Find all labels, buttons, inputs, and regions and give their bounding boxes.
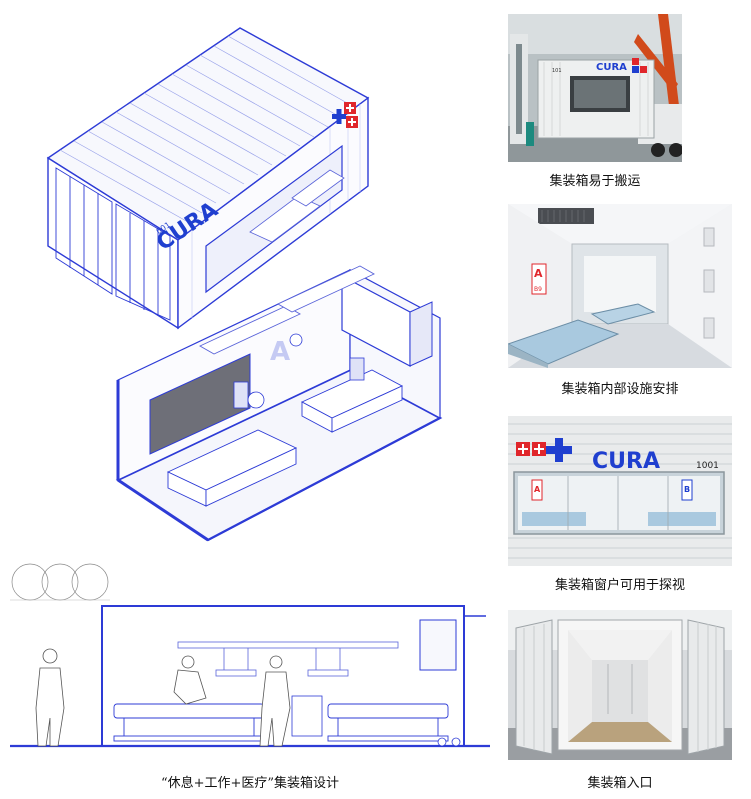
photo4-caption: 集装箱入口 bbox=[587, 776, 653, 791]
photo-container-transport: CURA 101 bbox=[508, 14, 682, 162]
iso-exterior-drawing: CURA 001 bbox=[30, 10, 380, 330]
photo3-cross-logo-icon bbox=[516, 438, 572, 462]
section-drawing bbox=[10, 558, 490, 758]
photo1-number: 101 bbox=[552, 68, 562, 74]
photo3-number: 1001 bbox=[696, 461, 719, 471]
photo2-caption: 集装箱内部设施安排 bbox=[561, 382, 679, 397]
section-caption: “休息+工作+医疗”集装箱设计 bbox=[160, 776, 340, 791]
photo-container-window: CURA 1001 A B bbox=[508, 416, 732, 566]
photo2-sign-letter: A bbox=[534, 267, 543, 280]
photo2-sign-code: B9 bbox=[534, 286, 542, 293]
photo1-logo: CURA bbox=[596, 62, 627, 73]
photo-container-entrance bbox=[508, 610, 732, 760]
photo3-logo: CURA bbox=[592, 449, 660, 474]
red-cross-logo-icon bbox=[332, 102, 358, 128]
photo1-caption: 集装箱易于搬运 bbox=[549, 174, 641, 189]
iso-interior-drawing: A bbox=[110, 250, 450, 550]
photo3-sign-b: B bbox=[684, 485, 690, 494]
photo3-caption: 集装箱窗户可用于探视 bbox=[554, 578, 685, 593]
photo3-sign-a: A bbox=[534, 485, 541, 494]
photo-container-interior: A B9 bbox=[508, 204, 732, 368]
ward-label: A bbox=[270, 337, 290, 367]
